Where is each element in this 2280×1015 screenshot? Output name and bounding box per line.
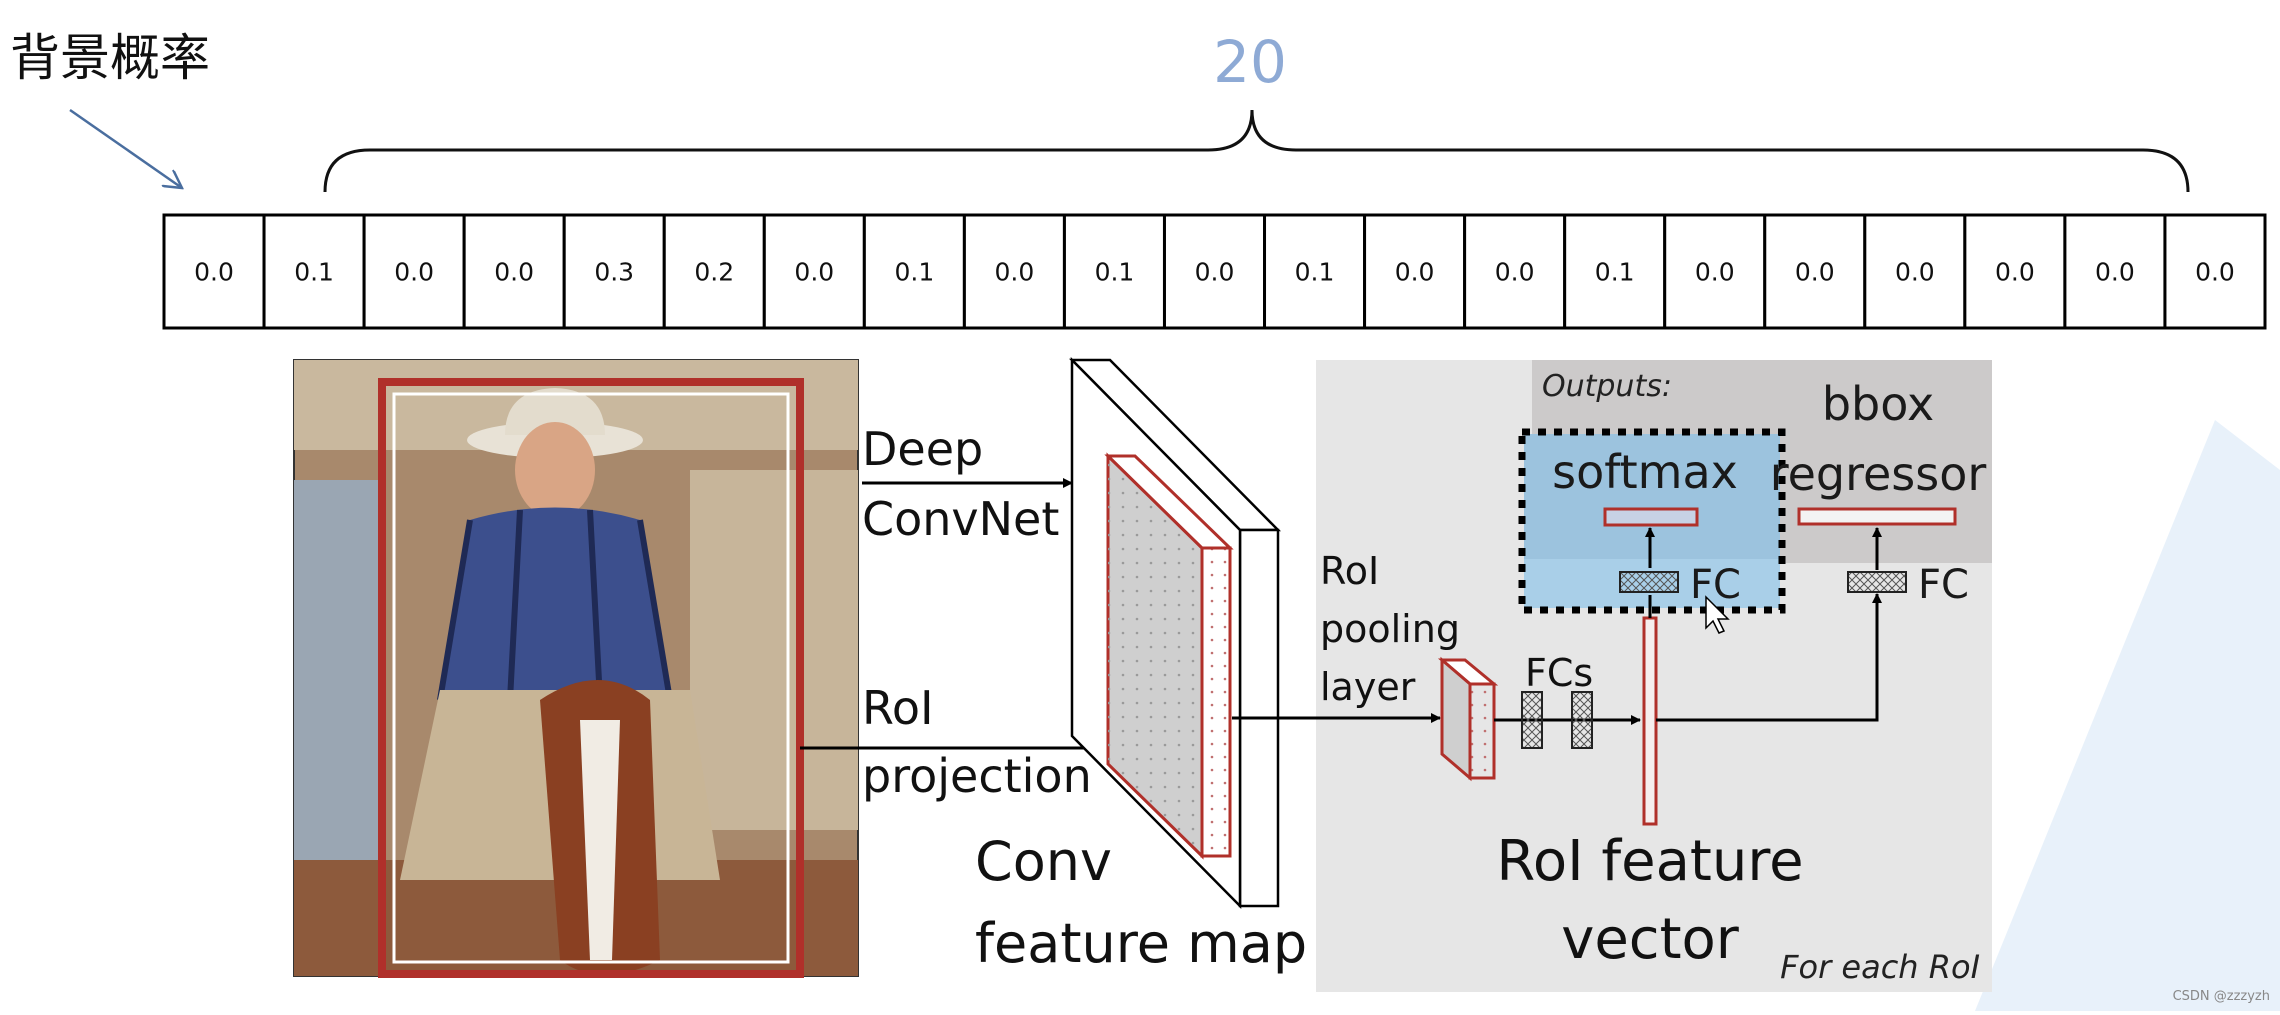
vector-cell bbox=[662, 213, 766, 330]
bbox-output-bar bbox=[1797, 507, 1957, 526]
conv-label: Conv bbox=[975, 830, 1112, 893]
fc-left-box bbox=[1619, 571, 1679, 593]
softmax-output-bar bbox=[1603, 507, 1699, 527]
vector-cell-value: 0.1 bbox=[1295, 258, 1335, 287]
vector-cell-value: 0.3 bbox=[594, 258, 634, 287]
vector-cell-value: 0.0 bbox=[1995, 258, 2035, 287]
vector-cell-value: 0.2 bbox=[694, 258, 734, 287]
vector-cell bbox=[2163, 213, 2267, 330]
vector-cell bbox=[1463, 213, 1567, 330]
conv-feature-map bbox=[1069, 356, 1281, 910]
input-photo bbox=[293, 359, 859, 978]
vector-cell-value: 0.0 bbox=[194, 258, 234, 287]
background-decoration bbox=[1975, 420, 2280, 1011]
vector-cell-value: 0.0 bbox=[1695, 258, 1735, 287]
vector-cell bbox=[2063, 213, 2167, 330]
vector-cell-value: 0.0 bbox=[1395, 258, 1435, 287]
vector-cell bbox=[1663, 213, 1767, 330]
vector-cell bbox=[362, 213, 466, 330]
fc-block-1 bbox=[1521, 691, 1543, 749]
fc-left-label: FC bbox=[1690, 562, 1741, 608]
vector-cell-value: 0.1 bbox=[1595, 258, 1635, 287]
vector-cell bbox=[1963, 213, 2067, 330]
vector-cell bbox=[1062, 213, 1166, 330]
vector-cell-value: 0.0 bbox=[1895, 258, 1935, 287]
roi-feature-label: RoI feature bbox=[1496, 829, 1803, 894]
cursor-icon bbox=[1705, 595, 1730, 634]
vector-cell bbox=[1363, 213, 1467, 330]
vector-cell bbox=[1763, 213, 1867, 330]
roi-pooling-label-3: layer bbox=[1320, 665, 1416, 709]
vector-label: vector bbox=[1561, 907, 1740, 972]
annotation-arrow bbox=[69, 108, 182, 188]
vector-cell-value: 0.0 bbox=[1195, 258, 1235, 287]
vector-cell bbox=[962, 213, 1066, 330]
projection-label: projection bbox=[862, 749, 1092, 803]
vector-cell-value: 0.0 bbox=[794, 258, 834, 287]
vector-cell bbox=[862, 213, 966, 330]
feature-map-label: feature map bbox=[975, 912, 1307, 975]
vector-cell-value: 0.0 bbox=[2095, 258, 2135, 287]
softmax-highlight bbox=[1518, 428, 1786, 614]
vector-cell-value: 0.0 bbox=[2195, 258, 2235, 287]
roi-pooling-block bbox=[1437, 656, 1499, 782]
vector-to-bbox-line bbox=[1656, 593, 1882, 722]
fc-right-box bbox=[1847, 571, 1907, 593]
probability-vector: 0.0 0.1 0.0 0.0 0.3 0.2 0.0 0.1 0.0 0.1 0.0 0.1 0.0 0… bbox=[162, 213, 2267, 330]
vector-cell bbox=[1263, 213, 1367, 330]
fc-right-label: FC bbox=[1918, 562, 1969, 608]
outputs-label: Outputs: bbox=[1542, 369, 1672, 404]
vector-cell-value: 0.0 bbox=[394, 258, 434, 287]
vector-cell-value: 0.1 bbox=[894, 258, 934, 287]
vector-cell-value: 0.0 bbox=[1495, 258, 1535, 287]
vector-cell bbox=[262, 213, 366, 330]
vector-cell bbox=[562, 213, 666, 330]
regressor-label: regressor bbox=[1770, 447, 1987, 501]
watermark: CSDN @zzzyzh bbox=[2173, 989, 2270, 1004]
roi-label: RoI bbox=[862, 681, 934, 735]
vector-cell-value: 0.0 bbox=[1795, 258, 1835, 287]
roi-box bbox=[378, 378, 804, 978]
vector-cell-value: 0.0 bbox=[494, 258, 534, 287]
for-each-roi-label: For each RoI bbox=[1780, 948, 1980, 986]
convnet-label: ConvNet bbox=[862, 492, 1059, 546]
deep-label: Deep bbox=[862, 422, 983, 476]
background-probability-label: 背景概率 bbox=[10, 29, 210, 87]
vector-cell-value: 0.1 bbox=[1095, 258, 1135, 287]
bbox-label: bbox bbox=[1822, 377, 1934, 431]
class-brace bbox=[323, 109, 2190, 193]
fc-block-2 bbox=[1571, 691, 1593, 749]
vector-cell bbox=[1863, 213, 1967, 330]
roi-pooling-label-2: pooling bbox=[1320, 607, 1460, 651]
vector-cell-value: 0.0 bbox=[995, 258, 1035, 287]
softmax-label: softmax bbox=[1552, 445, 1738, 499]
roi-pooling-label-1: RoI bbox=[1320, 549, 1379, 593]
vector-cell-value: 0.1 bbox=[294, 258, 334, 287]
roi-feature-vector-bar bbox=[1642, 616, 1658, 826]
fcs-label: FCs bbox=[1525, 651, 1593, 695]
vector-cell bbox=[762, 213, 866, 330]
class-count-label: 20 bbox=[1213, 28, 1287, 96]
vector-cell bbox=[162, 213, 266, 330]
